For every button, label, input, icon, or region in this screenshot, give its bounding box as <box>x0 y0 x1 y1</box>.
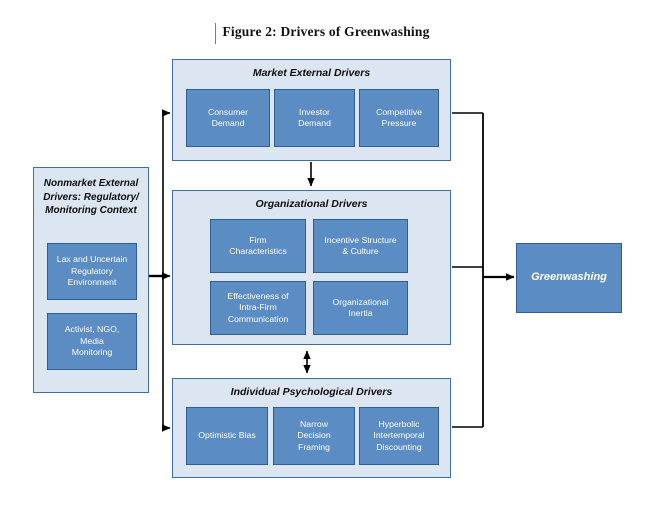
panel-nonmarket-title: Nonmarket External Drivers: Regulatory/ … <box>43 178 139 216</box>
node-optimistic-bias[interactable]: Optimistic Bias <box>186 407 268 465</box>
panel-individual-title: Individual Psychological Drivers <box>230 386 393 398</box>
node-narrow-decision-framing[interactable]: Narrow Decision Framing <box>273 407 355 465</box>
connector-drivers-to-greenwashing <box>452 112 515 428</box>
node-consumer-demand[interactable]: Consumer Demand <box>186 89 270 147</box>
node-organizational-inertia[interactable]: Organizational Inertia <box>313 281 408 335</box>
panel-organizational-title: Organizational Drivers <box>255 198 368 210</box>
node-competitive-pressure[interactable]: Competitive Pressure <box>359 89 439 147</box>
node-effectiveness-of-intra-firm-communication[interactable]: Effectiveness of Intra-Firm Communicatio… <box>210 281 306 335</box>
connector-nonmarket-bus <box>149 109 171 432</box>
panel-market-title: Market External Drivers <box>252 67 371 79</box>
text-cursor-caret <box>215 23 216 44</box>
node-incentive-structure-and-culture[interactable]: Incentive Structure & Culture <box>313 219 408 273</box>
node-investor-demand[interactable]: Investor Demand <box>274 89 355 147</box>
node-greenwashing-outcome[interactable]: Greenwashing <box>516 243 622 313</box>
page-title: Figure 2: Drivers of Greenwashing <box>222 24 430 39</box>
node-firm-characteristics[interactable]: Firm Characteristics <box>210 219 306 273</box>
node-lax-uncertain-regulatory-environment[interactable]: Lax and Uncertain Regulatory Environment <box>47 243 137 300</box>
node-hyperbolic-intertemporal-discounting[interactable]: Hyperbolic Intertemporal Discounting <box>359 407 439 465</box>
node-activist-ngo-media-monitoring[interactable]: Activist, NGO, Media Monitoring <box>47 313 137 370</box>
